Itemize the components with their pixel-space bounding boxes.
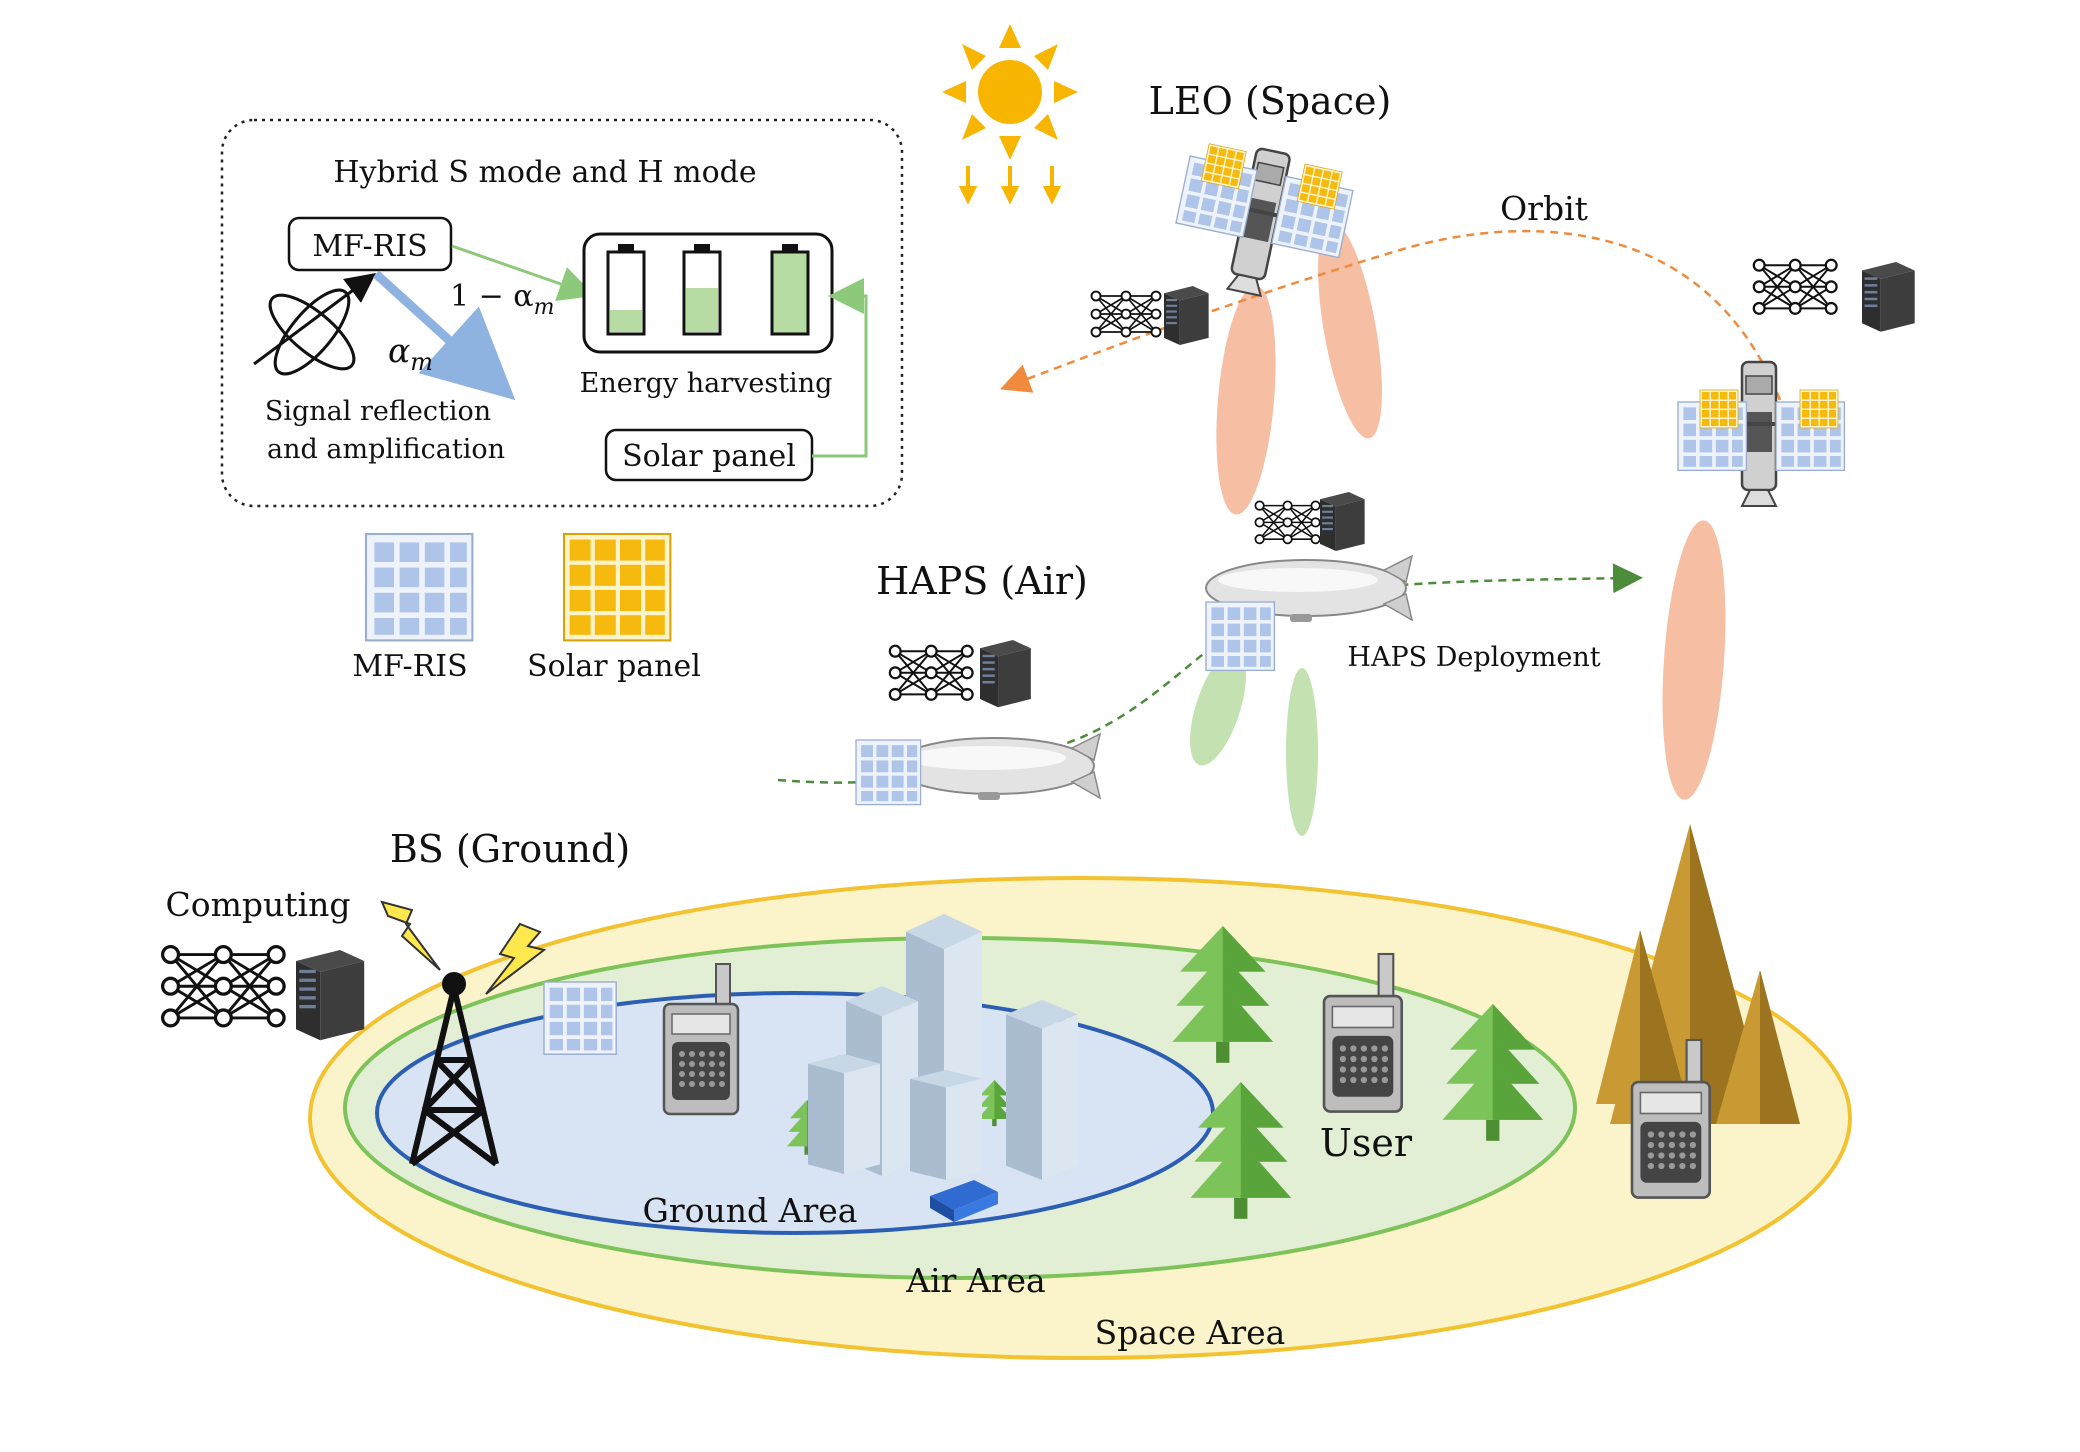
haps2-neural-network-icon: [888, 644, 974, 701]
haps1-neural-network-icon: [1254, 500, 1321, 545]
legend-solar-panel: [562, 532, 672, 642]
green-flow-arrow: [451, 244, 595, 302]
leo-neural-network-icon: [1090, 290, 1162, 338]
alpha-label: αm: [388, 331, 433, 376]
haps2-ris-panel: [855, 739, 922, 806]
leo-label: LEO (Space): [1149, 79, 1392, 123]
sun-icon: [942, 24, 1078, 160]
haps1-server-icon: [1320, 492, 1365, 552]
solar-feed-arrow: [812, 278, 868, 458]
legend-solar-label: Solar panel: [527, 649, 701, 684]
leo2-beam: [1662, 520, 1726, 800]
bs-server-icon: [296, 950, 365, 1041]
haps-path: [777, 563, 1643, 784]
mf-ris-box-label: MF-RIS: [312, 229, 427, 264]
signal-wave-icon: [253, 273, 377, 376]
haps-beam-1: [1190, 650, 1246, 766]
signal-text-line2: and amplification: [267, 434, 505, 465]
ground-area-label: Ground Area: [643, 1191, 858, 1230]
inset-title: Hybrid S mode and H mode: [333, 155, 756, 190]
reflection-arrow: [372, 270, 516, 401]
air-area-label: Air Area: [905, 1261, 1045, 1300]
one-minus-alpha-label: 1 − αm: [450, 279, 554, 320]
lightning-right-icon: [485, 922, 547, 995]
bs-tower-icon: [409, 972, 499, 1167]
leo-satellite-2: [1677, 360, 1846, 508]
leo-server-icon: [1164, 286, 1209, 346]
haps-beam-2: [1286, 668, 1318, 836]
energy-harvesting-label: Energy harvesting: [580, 368, 833, 399]
legend-mf-ris-label: MF-RIS: [352, 649, 467, 684]
haps1-ris-panel: [1205, 601, 1276, 672]
orbit-path: [999, 229, 1782, 401]
bs-label: BS (Ground): [390, 827, 630, 871]
leo2-server-icon: [1862, 262, 1915, 332]
legend-mf-ris-panel: [364, 532, 474, 642]
battery-icon-full: [770, 244, 810, 336]
battery-icon-mid: [682, 244, 722, 336]
haps-label: HAPS (Air): [876, 559, 1088, 603]
leo-beam-2: [1318, 221, 1382, 439]
orbit-label: Orbit: [1500, 189, 1588, 228]
battery-icon-low: [606, 244, 646, 336]
computing-label: Computing: [166, 885, 351, 924]
user-label: User: [1320, 1121, 1413, 1165]
signal-text-line1: Signal reflection: [265, 396, 491, 427]
haps-deployment-label: HAPS Deployment: [1347, 642, 1600, 673]
solar-panel-box-label: Solar panel: [622, 439, 796, 474]
lightning-left-icon: [380, 900, 441, 971]
mountains: [1596, 824, 1800, 1124]
mf-ris-box: [287, 216, 453, 272]
bs-neural-network-icon: [160, 944, 286, 1028]
space-area-label: Space Area: [1095, 1313, 1286, 1352]
car-icon: [930, 1180, 998, 1222]
leo-beam-1: [1216, 285, 1276, 515]
inset-box: [220, 118, 904, 508]
haps-airship-2: [893, 733, 1101, 801]
haps2-server-icon: [980, 640, 1031, 708]
sunlight-arrows: [958, 166, 1062, 205]
bs-ris-panel: [543, 981, 617, 1055]
leo2-neural-network-icon: [1752, 258, 1838, 315]
